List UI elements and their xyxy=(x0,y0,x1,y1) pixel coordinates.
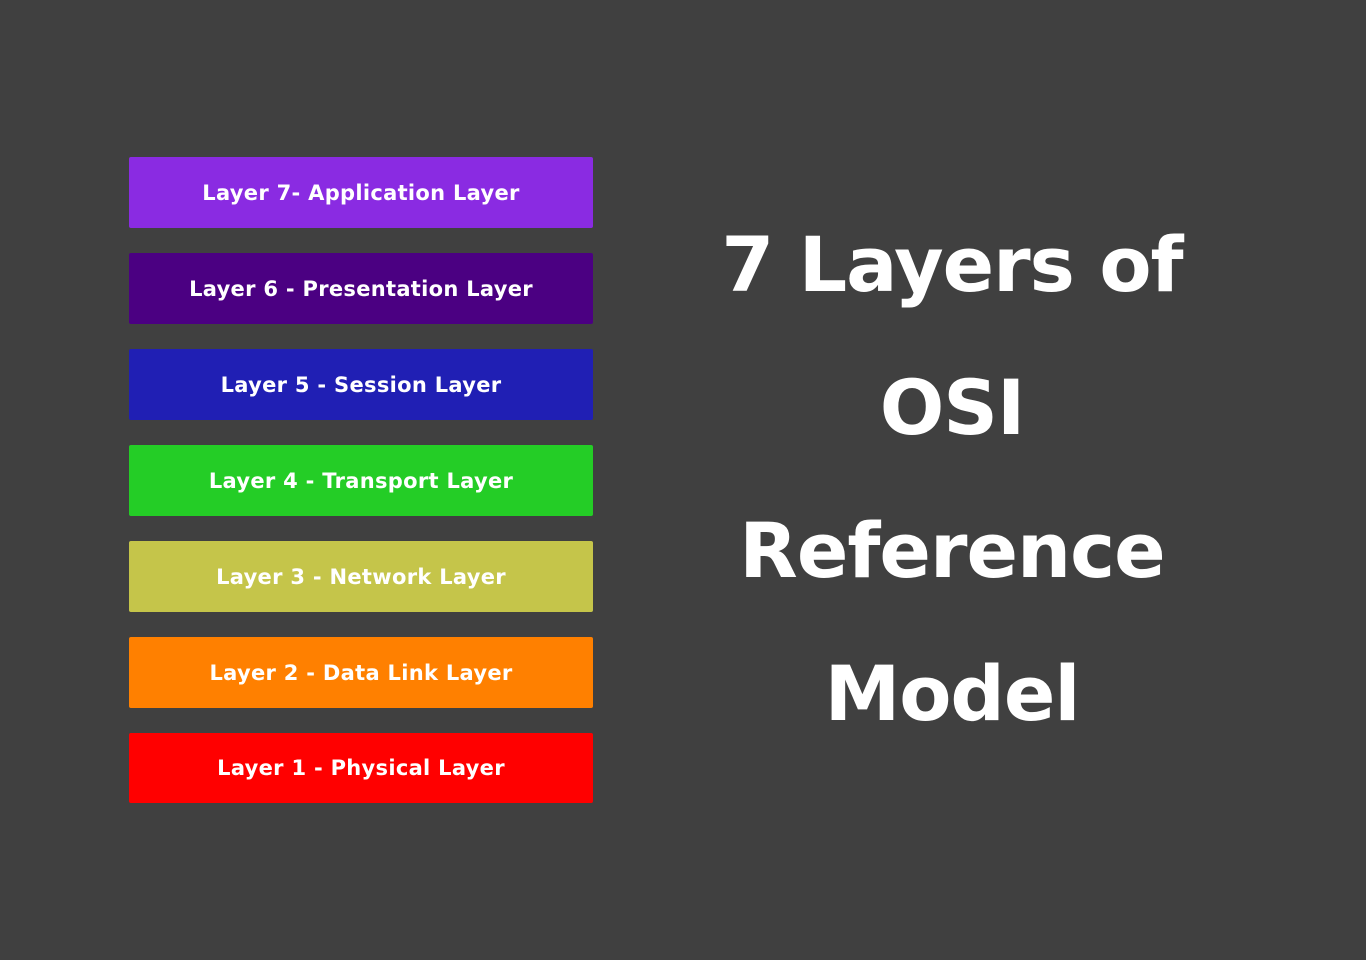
layer-6-box: Layer 6 - Presentation Layer xyxy=(129,253,593,324)
layer-label: Layer 6 - Presentation Layer xyxy=(189,276,533,301)
layer-label: Layer 7- Application Layer xyxy=(202,180,520,205)
title-line: Reference xyxy=(739,506,1165,595)
layer-label: Layer 4 - Transport Layer xyxy=(208,468,514,493)
title-line: Model xyxy=(824,649,1081,738)
layer-label: Layer 3 - Network Layer xyxy=(216,564,506,589)
layer-1-box: Layer 1 - Physical Layer xyxy=(129,733,593,803)
layer-label: Layer 5 - Session Layer xyxy=(220,372,502,397)
title-line: 7 Layers of xyxy=(721,220,1183,309)
layer-label: Layer 1 - Physical Layer xyxy=(217,756,505,780)
layer-4-box: Layer 4 - Transport Layer xyxy=(129,445,593,516)
layer-5-box: Layer 5 - Session Layer xyxy=(129,349,593,420)
title-line: OSI xyxy=(879,363,1026,452)
layer-2-box: Layer 2 - Data Link Layer xyxy=(129,637,593,708)
layer-label: Layer 2 - Data Link Layer xyxy=(209,660,513,685)
layer-3-box: Layer 3 - Network Layer xyxy=(129,541,593,612)
layer-7-box: Layer 7- Application Layer xyxy=(129,157,593,228)
